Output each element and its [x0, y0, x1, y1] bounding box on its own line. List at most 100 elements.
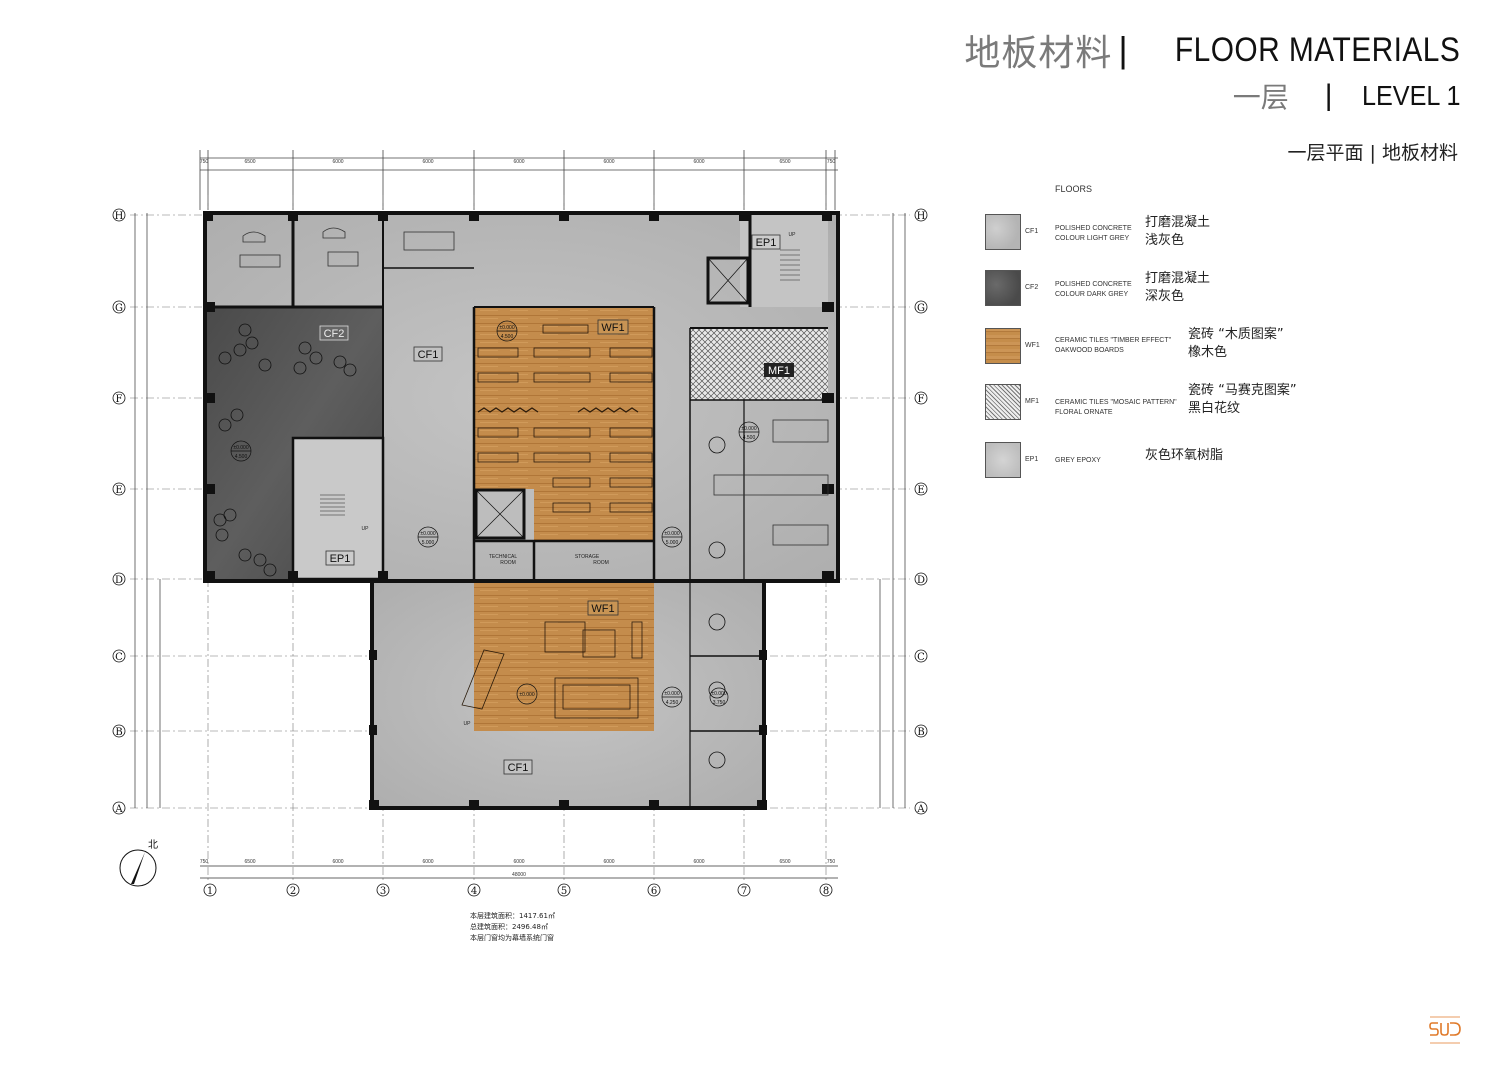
row-axis-labels: H G F E D C B A H G F E D C B A: [112, 208, 928, 815]
svg-text:4.500: 4.500: [235, 454, 248, 460]
swatch-mf1: [985, 384, 1021, 420]
plan-subtitle: 一层平面 | 地板材料: [1287, 142, 1458, 164]
tag-ep1-right: EP1: [756, 237, 777, 249]
legend-item-ep1: EP1 GREY EPOXY 灰色环氧树脂: [985, 442, 1345, 484]
tag-wf1-top: WF1: [601, 322, 624, 334]
tag-cf2: CF2: [324, 328, 345, 340]
walls: [203, 211, 840, 810]
svg-text:6500: 6500: [244, 159, 255, 165]
legend-code: WF1: [1025, 342, 1040, 349]
level-chinese: 一层: [1232, 81, 1289, 114]
svg-text:E: E: [115, 485, 122, 496]
svg-text:G: G: [917, 303, 925, 314]
svg-text:D: D: [917, 575, 925, 586]
legend-cn: 灰色环氧树脂: [1145, 448, 1224, 463]
legend-cn: 打磨混凝土深灰色: [1145, 271, 1211, 304]
svg-text:6000: 6000: [603, 859, 614, 865]
svg-text:750: 750: [827, 859, 836, 865]
level-separator: |: [1324, 79, 1333, 112]
svg-text:北: 北: [148, 839, 158, 851]
svg-text:5.000: 5.000: [666, 540, 679, 546]
swatch-wf1: [985, 328, 1021, 364]
svg-text:STORAGE: STORAGE: [575, 554, 600, 560]
swatch-ep1: [985, 442, 1021, 478]
north-arrow-icon: 北: [119, 839, 158, 887]
svg-text:48000: 48000: [512, 872, 526, 878]
svg-text:6500: 6500: [779, 859, 790, 865]
svg-text:C: C: [917, 652, 925, 663]
svg-text:6: 6: [651, 886, 657, 897]
legend-desc: CERAMIC TILES "TIMBER EFFECT"OAKWOOD BOA…: [1055, 337, 1172, 354]
tag-ep1-left: EP1: [330, 553, 351, 565]
svg-text:4: 4: [471, 886, 477, 897]
svg-text:B: B: [115, 727, 122, 738]
svg-text:A: A: [916, 804, 925, 815]
svg-text:750: 750: [200, 859, 209, 865]
legend-desc: CERAMIC TILES "MOSAIC PATTERN"FLORAL ORN…: [1055, 399, 1177, 416]
svg-text:5: 5: [561, 886, 567, 897]
classroom-desks: [461, 324, 653, 719]
svg-text:ROOM: ROOM: [500, 560, 516, 566]
page-title: 地板材料 | FLOOR MATERIALS: [964, 24, 1460, 76]
svg-text:3.750: 3.750: [713, 700, 726, 706]
svg-text:6500: 6500: [779, 159, 790, 165]
svg-text:6000: 6000: [332, 859, 343, 865]
floor-wf1-lower: [474, 581, 654, 731]
svg-text:750: 750: [200, 159, 209, 165]
svg-text:E: E: [917, 485, 924, 496]
columns: [203, 211, 834, 810]
tag-cf1-bottom: CF1: [508, 762, 529, 774]
svg-text:F: F: [116, 394, 123, 405]
svg-text:6000: 6000: [422, 159, 433, 165]
top-dimension-labels: 750 6500 6000 6000 6000 6000 6000 6500 7…: [200, 159, 836, 165]
bottom-dimension-lines: [200, 865, 838, 879]
svg-text:4.500: 4.500: [743, 435, 756, 441]
stairs: [320, 249, 800, 516]
svg-text:G: G: [115, 303, 123, 314]
svg-text:UP: UP: [362, 526, 370, 532]
svg-text:±0.000: ±0.000: [664, 691, 679, 697]
legend-cn: 瓷砖 “马赛克图案”黑白花纹: [1188, 383, 1297, 416]
svg-text:3: 3: [380, 886, 386, 897]
level-title: 一层 | LEVEL 1: [1233, 76, 1460, 116]
svg-text:ROOM: ROOM: [593, 560, 609, 566]
title-english: FLOOR MATERIALS: [1174, 30, 1460, 69]
legend-desc: GREY EPOXY: [1055, 457, 1101, 464]
svg-text:5.000: 5.000: [422, 540, 435, 546]
swatch-cf1: [985, 214, 1021, 250]
svg-text:±0.000: ±0.000: [233, 445, 248, 451]
level-english: LEVEL 1: [1361, 80, 1460, 111]
svg-text:4.500: 4.500: [501, 334, 514, 340]
legend-heading: FLOORS: [1055, 184, 1093, 194]
room-labels: TECHNICAL ROOM STORAGE ROOM UP UP UP: [362, 232, 797, 727]
room-tags: CF2 CF1 WF1 WF1 CF1 EP1 EP1 MF1: [319, 234, 794, 775]
svg-text:8: 8: [823, 886, 829, 897]
column-axis-labels: 1 2 3 4 5 6 7 8: [203, 883, 833, 897]
svg-text:H: H: [115, 211, 124, 222]
svg-text:2: 2: [290, 886, 296, 897]
level-markers: ±0.000 4.500 ±0.000 4.500 ±0.000 5.000 ±0.0…: [230, 320, 760, 708]
svg-text:±0.000: ±0.000: [664, 531, 679, 537]
svg-text:6000: 6000: [693, 159, 704, 165]
svg-text:±0.000: ±0.000: [741, 426, 756, 432]
legend-cn: 瓷砖 “木质图案”橡木色: [1188, 327, 1284, 360]
floor-plan: 750 6500 6000 6000 6000 6000 6000 6500 7…: [112, 150, 928, 897]
svg-text:±0.000: ±0.000: [499, 325, 514, 331]
legend-code: CF2: [1025, 284, 1039, 291]
svg-text:6000: 6000: [513, 159, 524, 165]
area-notes: 本层建筑面积：1417.61㎡ 总建筑面积：2496.48㎡ 本层门窗均为幕墙系…: [470, 912, 555, 942]
svg-text:H: H: [917, 211, 926, 222]
svg-text:C: C: [115, 652, 123, 663]
svg-text:TECHNICAL: TECHNICAL: [489, 554, 518, 560]
svg-text:UP: UP: [464, 721, 472, 727]
swatch-cf2: [985, 270, 1021, 306]
legend-code: CF1: [1025, 228, 1039, 235]
office-furniture: [239, 227, 829, 546]
svg-text:750: 750: [827, 159, 836, 165]
title-separator: |: [1118, 29, 1128, 70]
svg-text:6000: 6000: [693, 859, 704, 865]
legend-item-mf1: MF1 CERAMIC TILES "MOSAIC PATTERN"FLORAL…: [985, 383, 1345, 426]
